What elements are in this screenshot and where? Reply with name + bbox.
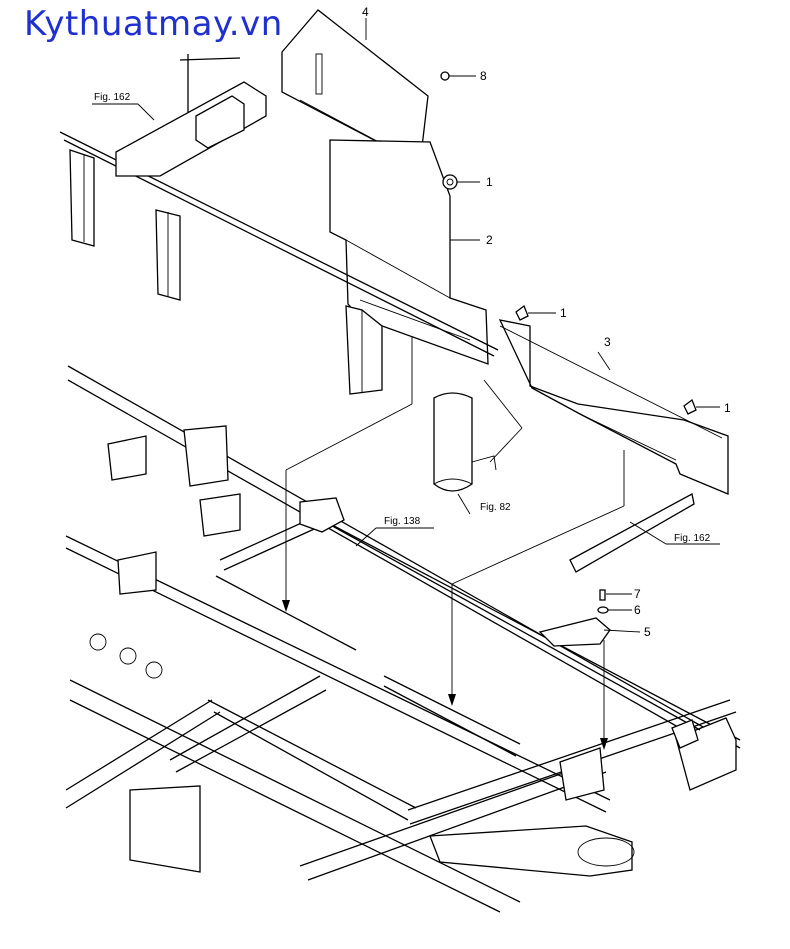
clip-1b-icon <box>515 304 529 321</box>
callout-labels: 4 8 1 2 1 3 1 7 6 5 Fig. 162 Fig. 82 Fig… <box>94 5 731 639</box>
callout-1b: 1 <box>560 306 567 320</box>
site-watermark: Kythuatmay.vn <box>24 4 283 44</box>
callout-5: 5 <box>644 625 651 639</box>
callout-7: 7 <box>634 587 641 601</box>
main-chassis-frame <box>65 365 741 913</box>
leader-lines <box>92 18 720 750</box>
part-2-center-panel <box>329 139 489 365</box>
figref-fig138: Fig. 138 <box>384 516 421 527</box>
figref-fig162-right: Fig. 162 <box>674 533 711 544</box>
fig82-cylinder-part <box>433 392 497 492</box>
plate-5-icon <box>538 617 611 647</box>
part-3-side-panel <box>498 319 729 495</box>
figref-fig82: Fig. 82 <box>480 502 511 513</box>
bolt-7-icon <box>599 589 606 601</box>
fasteners <box>440 71 697 647</box>
knob-1a-icon <box>442 174 458 190</box>
upper-frame-assembly <box>59 54 499 395</box>
callout-6: 6 <box>634 603 641 617</box>
callout-3: 3 <box>604 335 611 349</box>
callout-8: 8 <box>480 69 487 83</box>
callout-1a: 1 <box>486 175 493 189</box>
figref-fig162-top: Fig. 162 <box>94 92 131 103</box>
clip-1c-icon <box>683 398 697 415</box>
washer-6-icon <box>597 606 609 614</box>
bolt-8-icon <box>440 71 450 81</box>
callout-4: 4 <box>362 5 369 19</box>
callout-2: 2 <box>486 233 493 247</box>
callout-1c: 1 <box>724 401 731 415</box>
